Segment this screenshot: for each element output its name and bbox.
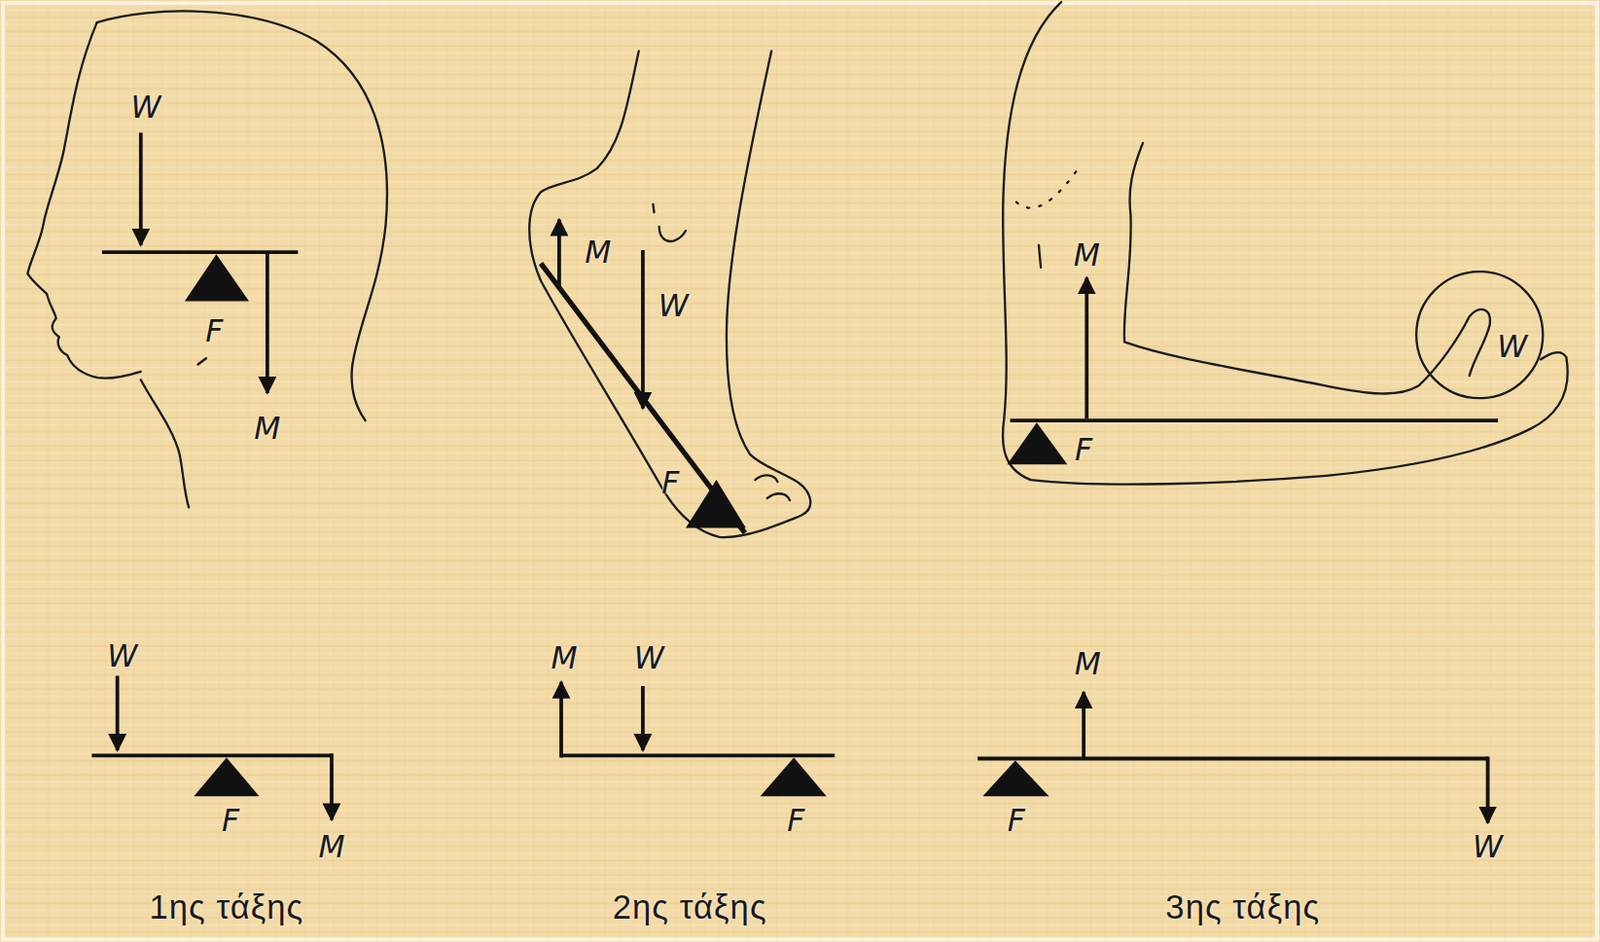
- body-outline: [1002, 1, 1568, 485]
- force-label: W: [658, 290, 689, 321]
- lever-bar: [561, 752, 835, 757]
- neck-front: [141, 379, 189, 507]
- force-arrow: [557, 219, 562, 288]
- force-label: W: [1472, 831, 1503, 862]
- force-label: W: [130, 91, 161, 122]
- head-back: [97, 10, 388, 421]
- shoulder-dots: [1016, 163, 1082, 209]
- force-arrow: [1486, 755, 1491, 822]
- force-label: M: [584, 236, 611, 267]
- toe-marks: [754, 474, 790, 500]
- force-arrow: [265, 251, 270, 393]
- class-caption: 1ης τάξης: [148, 888, 304, 924]
- fulcrum: [760, 756, 827, 796]
- force-arrow: [559, 681, 564, 758]
- lever-bar: [1010, 418, 1498, 423]
- force-label: W: [1496, 331, 1528, 362]
- force-arrow: [1084, 277, 1089, 419]
- class-caption: 2ης τάξης: [612, 888, 768, 924]
- jaw-mark: [198, 357, 207, 364]
- fulcrum-label: F: [205, 316, 223, 347]
- fulcrum-label: F: [661, 466, 679, 498]
- fulcrum-label: F: [221, 805, 240, 836]
- force-arrow: [115, 675, 120, 751]
- lever-bar: [977, 756, 1489, 761]
- fulcrum: [1006, 422, 1067, 464]
- force-arrow: [139, 132, 143, 245]
- force-label: M: [1074, 648, 1102, 679]
- force-arrow: [640, 249, 645, 409]
- fulcrum: [685, 479, 747, 528]
- class-caption: 3ης τάξης: [1165, 888, 1320, 924]
- force-label: W: [634, 642, 665, 674]
- lever-bar: [91, 752, 332, 757]
- ball: [1416, 271, 1543, 398]
- fulcrum: [982, 760, 1049, 797]
- fulcrum-label: F: [1007, 805, 1026, 836]
- force-label: M: [318, 831, 345, 862]
- head-outline: [27, 22, 141, 379]
- force-label: M: [1073, 240, 1101, 271]
- fulcrum: [184, 253, 249, 301]
- fulcrum-label: F: [786, 805, 805, 836]
- force-label: M: [253, 413, 281, 444]
- foot-outline: [529, 50, 811, 537]
- ankle-mark: [652, 204, 686, 242]
- force-arrow: [1081, 691, 1086, 758]
- armpit-mark: [1038, 245, 1041, 268]
- force-arrow: [329, 752, 334, 819]
- force-label: M: [551, 642, 578, 674]
- force-label: W: [106, 640, 138, 672]
- fulcrum: [193, 756, 259, 796]
- fulcrum-label: F: [1074, 434, 1093, 465]
- arm-top: [1124, 142, 1491, 394]
- force-arrow: [640, 685, 645, 750]
